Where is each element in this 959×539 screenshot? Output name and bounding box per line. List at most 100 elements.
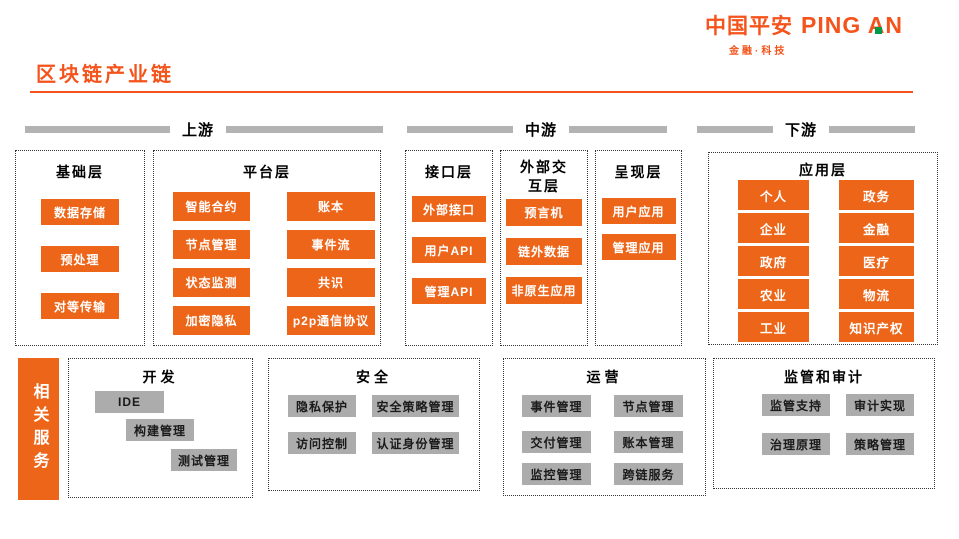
stream-header-downstream: 下游	[697, 120, 915, 139]
service-item: 节点管理	[614, 395, 683, 417]
layer-column: 数据存储 预处理 对等传输	[41, 199, 119, 319]
layer-column: 预言机 链外数据 非原生应用	[506, 199, 582, 304]
service-item: 监控管理	[522, 463, 591, 485]
layer-presentation: 呈现层 用户应用 管理应用	[595, 150, 682, 346]
layer-item: 政务	[839, 180, 914, 210]
layer-title: 应用层	[799, 162, 847, 178]
layer-application: 应用层 个人 企业 政府 农业 工业 政务 金融 医疗 物流 知识产权	[708, 152, 938, 345]
divider-bar	[697, 125, 773, 133]
layer-item: 医疗	[839, 246, 914, 276]
layer-item: 状态监测	[173, 268, 250, 297]
layer-item: 金融	[839, 213, 914, 243]
logo-text-cn: 中国平安	[705, 15, 793, 38]
layer-foundation: 基础层 数据存储 预处理 对等传输	[15, 150, 145, 346]
stream-header-midstream: 中游	[407, 120, 667, 139]
title-underline	[30, 91, 913, 93]
layer-item: 预言机	[506, 199, 582, 226]
divider-bar	[569, 125, 667, 133]
layer-column: 外部接口 用户API 管理API	[412, 196, 486, 304]
service-item: IDE	[95, 391, 164, 413]
layer-external-interaction: 外部交互层 预言机 链外数据 非原生应用	[500, 150, 588, 346]
layer-item: 账本	[287, 192, 375, 221]
layer-title: 平台层	[243, 164, 291, 180]
service-item: 账本管理	[614, 431, 683, 453]
page-title: 区块链产业链	[36, 64, 174, 86]
layer-columns: 外部接口 用户API 管理API	[406, 182, 492, 304]
divider-bar	[407, 125, 513, 133]
layer-item: 非原生应用	[506, 277, 582, 304]
layer-item: 物流	[839, 279, 914, 309]
layer-item: 事件流	[287, 230, 375, 259]
service-item: 隐私保护	[288, 395, 356, 417]
layer-item: 用户应用	[601, 198, 676, 224]
service-group-title: 安全	[356, 369, 392, 385]
layer-item: 知识产权	[839, 312, 914, 342]
layer-platform: 平台层 智能合约 节点管理 状态监测 加密隐私 账本 事件流 共识 p2p通信协…	[153, 150, 381, 346]
layer-title: 接口层	[425, 164, 473, 180]
stream-label-downstream: 下游	[785, 121, 818, 139]
logo-row: 中国平安 PING AN	[705, 10, 903, 40]
layer-column: 个人 企业 政府 农业 工业	[738, 180, 809, 342]
layer-item: 节点管理	[173, 230, 250, 259]
layer-column: 智能合约 节点管理 状态监测 加密隐私	[173, 192, 250, 335]
layer-item: 企业	[738, 213, 809, 243]
service-item: 策略管理	[846, 433, 914, 455]
service-item: 构建管理	[126, 419, 194, 441]
service-group-operations: 运营 事件管理 节点管理 交付管理 账本管理 监控管理 跨链服务	[503, 358, 706, 496]
layer-column: 账本 事件流 共识 p2p通信协议	[287, 192, 375, 335]
layer-columns: 智能合约 节点管理 状态监测 加密隐私 账本 事件流 共识 p2p通信协议	[154, 182, 380, 335]
stream-label-midstream: 中游	[525, 121, 558, 139]
layer-item: 共识	[287, 268, 375, 297]
service-item: 审计实现	[846, 394, 914, 416]
layer-item: 工业	[738, 312, 809, 342]
service-item: 跨链服务	[614, 463, 683, 485]
layer-item: 数据存储	[41, 199, 119, 225]
layer-interface: 接口层 外部接口 用户API 管理API	[405, 150, 493, 346]
service-item: 交付管理	[522, 431, 591, 453]
service-item: 事件管理	[522, 395, 591, 417]
service-group-security: 安全 隐私保护 安全策略管理 访问控制 认证身份管理	[268, 358, 480, 491]
divider-bar	[226, 125, 383, 133]
layer-item: 管理API	[412, 278, 486, 304]
layer-item: 加密隐私	[173, 306, 250, 335]
layer-item: 智能合约	[173, 192, 250, 221]
layer-item: 外部接口	[412, 196, 486, 222]
stream-header-upstream: 上游	[25, 120, 383, 139]
service-item: 认证身份管理	[372, 432, 459, 454]
pingan-logo: 中国平安 PING AN 金融·科技	[705, 10, 903, 57]
logo-text-en: PING AN	[801, 12, 903, 38]
layer-item: 个人	[738, 180, 809, 210]
service-item: 安全策略管理	[372, 395, 459, 417]
layer-item: 用户API	[412, 237, 486, 263]
layer-columns: 数据存储 预处理 对等传输	[16, 182, 144, 319]
service-item: 访问控制	[288, 432, 356, 454]
logo-tagline: 金融·科技	[729, 46, 788, 57]
service-group-dev: 开发 IDE 构建管理 测试管理	[68, 358, 253, 498]
service-group-audit: 监管和审计 监管支持 审计实现 治理原理 策略管理	[713, 358, 935, 489]
layer-columns: 个人 企业 政府 农业 工业 政务 金融 医疗 物流 知识产权	[709, 180, 937, 342]
layer-item: 预处理	[41, 246, 119, 272]
divider-bar	[829, 125, 915, 133]
layer-item: 链外数据	[506, 238, 582, 265]
layer-item: 政府	[738, 246, 809, 276]
service-group-title: 运营	[586, 369, 623, 385]
layer-item: 农业	[738, 279, 809, 309]
layer-columns: 预言机 链外数据 非原生应用	[501, 196, 587, 304]
layer-column: 政务 金融 医疗 物流 知识产权	[839, 180, 914, 342]
layer-item: p2p通信协议	[287, 306, 375, 335]
layer-title: 呈现层	[614, 164, 663, 180]
layer-column: 用户应用 管理应用	[601, 198, 676, 260]
divider-bar	[25, 125, 170, 133]
service-item: 监管支持	[762, 394, 830, 416]
layer-item: 对等传输	[41, 293, 119, 319]
logo-green-accent	[875, 27, 882, 34]
layer-columns: 用户应用 管理应用	[596, 182, 681, 260]
layer-title: 基础层	[56, 164, 104, 180]
service-group-title: 开发	[142, 369, 179, 385]
related-services-label: 相关服务	[18, 358, 59, 500]
stream-label-upstream: 上游	[182, 121, 215, 139]
layer-title: 外部交互层	[520, 159, 568, 194]
service-group-title: 监管和审计	[784, 369, 864, 385]
service-item: 测试管理	[171, 449, 237, 471]
